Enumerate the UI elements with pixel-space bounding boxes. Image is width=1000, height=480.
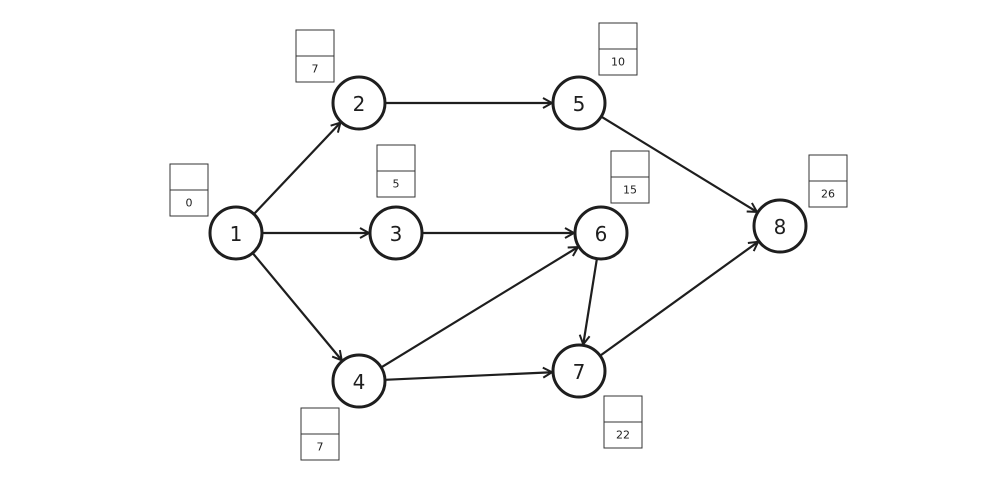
node-circle <box>208 205 264 261</box>
edge-4-7 <box>384 372 552 381</box>
node-label: 5 <box>573 92 586 116</box>
node-label: 1 <box>230 222 243 246</box>
node-4: 4 <box>331 353 387 409</box>
node-2-box: 7 <box>295 29 335 83</box>
box-value: 15 <box>623 184 637 197</box>
node-circle <box>331 353 387 409</box>
box-value: 26 <box>821 188 835 201</box>
node-3: 3 <box>368 205 424 261</box>
node-5: 5 <box>551 75 607 131</box>
node-1: 1 <box>208 205 264 261</box>
box-value: 0 <box>186 197 193 210</box>
node-label: 8 <box>774 215 787 239</box>
edge-6-7 <box>583 258 598 345</box>
node-circle <box>368 205 424 261</box>
node-circle <box>573 205 629 261</box>
node-7: 7 <box>551 343 607 399</box>
edge-4-6 <box>380 247 578 369</box>
node-circle <box>331 75 387 131</box>
node-6: 6 <box>573 205 629 261</box>
node-label: 7 <box>573 360 586 384</box>
box-value: 22 <box>616 429 630 442</box>
box-value: 7 <box>312 63 319 76</box>
node-label: 4 <box>353 370 366 394</box>
edge-1-2 <box>253 123 341 215</box>
nodes-layer: 1 2 3 4 5 6 7 8 <box>208 75 808 409</box>
node-1-box: 0 <box>169 163 209 217</box>
node-circle <box>551 343 607 399</box>
node-5-box: 10 <box>598 22 638 76</box>
edge-5-8 <box>600 115 757 212</box>
node-circle <box>551 75 607 131</box>
edges-layer <box>251 103 758 381</box>
edge-7-8 <box>599 242 758 357</box>
node-2: 2 <box>331 75 387 131</box>
node-8-box: 26 <box>808 154 848 208</box>
box-value: 7 <box>317 441 324 454</box>
box-value: 10 <box>611 56 625 69</box>
node-label: 2 <box>353 92 366 116</box>
edge-1-4 <box>251 252 342 360</box>
node-4-box: 7 <box>300 407 340 461</box>
node-3-box: 5 <box>376 144 416 198</box>
node-circle <box>752 198 808 254</box>
node-8: 8 <box>752 198 808 254</box>
box-value: 5 <box>393 178 400 191</box>
node-label: 6 <box>595 222 608 246</box>
node-6-box: 15 <box>610 150 650 204</box>
node-label: 3 <box>390 222 403 246</box>
node-7-box: 22 <box>603 395 643 449</box>
